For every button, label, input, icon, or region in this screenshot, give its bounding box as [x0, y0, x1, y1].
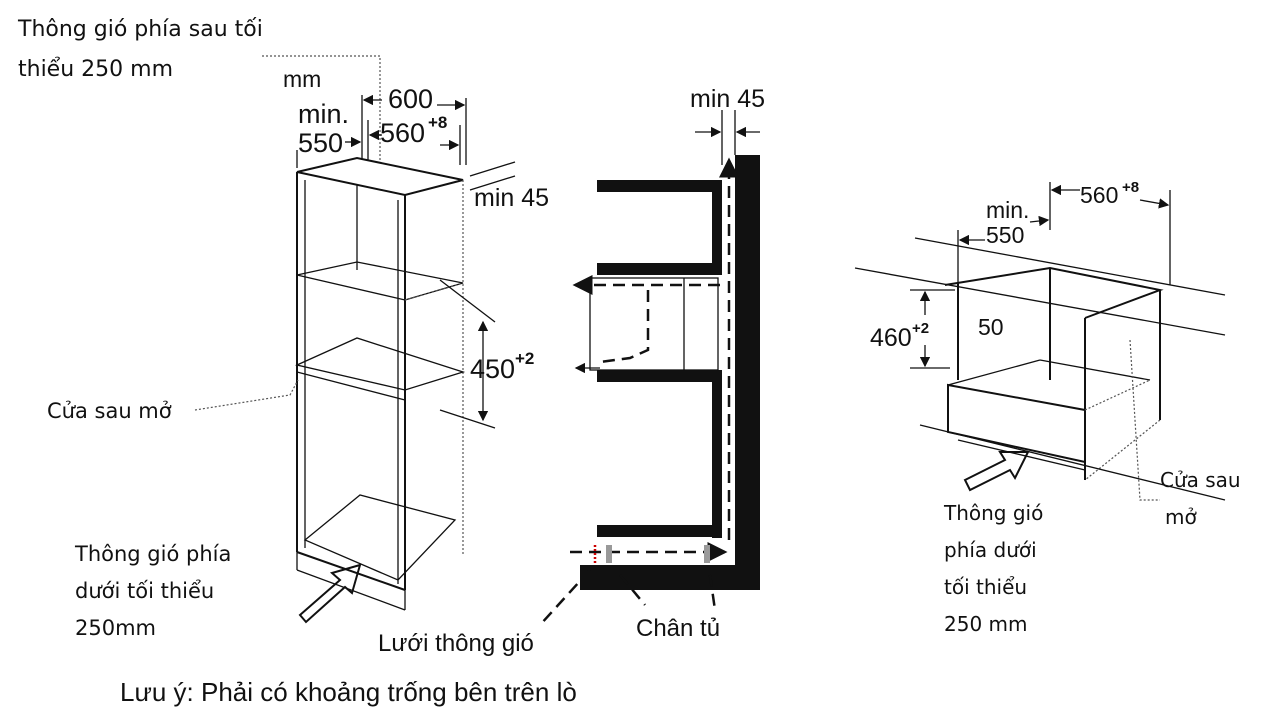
min-label: min.: [298, 99, 349, 129]
dim-460: 460: [870, 324, 912, 352]
dim-550: 550: [986, 222, 1024, 248]
dim-550: 550: [298, 128, 343, 158]
bottom-vent-label-3: tối thiểu: [944, 575, 1027, 599]
rear-open-label-2: mở: [1165, 505, 1197, 529]
rear-open-label-1: Cửa sau: [1160, 468, 1241, 492]
cross-section-drawing: [539, 110, 760, 626]
under-counter-drawing: [854, 182, 1226, 501]
dim-460-tolerance: +2: [912, 320, 929, 337]
dim-450: 450: [470, 354, 515, 384]
bottom-vent-label-1: Thông gió: [943, 501, 1043, 525]
rear-open-label: Cửa sau mở: [47, 399, 172, 423]
unit-label: mm: [283, 66, 321, 92]
min-label: min.: [986, 197, 1029, 223]
bottom-vent-label-2: phía dưới: [944, 538, 1037, 562]
rear-vent-label-1: Thông gió phía sau tối: [17, 17, 263, 42]
cabinet-foot-label: Chân tủ: [636, 615, 720, 642]
dim-600: 600: [388, 84, 433, 114]
bottom-vent-label-1: Thông gió phía: [74, 542, 231, 566]
tall-cabinet-drawing: [194, 55, 516, 624]
dim-560: 560: [380, 118, 425, 148]
vent-grille-label: Lưới thông gió: [378, 630, 534, 657]
clearance-note: Lưu ý: Phải có khoảng trống bên trên lò: [120, 677, 577, 707]
min-45-label: min 45: [474, 184, 549, 212]
middle-labels: min 45 Lưới thông gió Chân tủ: [378, 85, 765, 657]
min-45-label: min 45: [690, 85, 765, 113]
bottom-vent-label-4: 250 mm: [944, 612, 1028, 636]
bottom-vent-label-2: dưới tối thiểu: [75, 579, 214, 603]
dim-450-tolerance: +2: [515, 349, 534, 368]
dim-50: 50: [978, 314, 1004, 340]
dim-560: 560: [1080, 182, 1118, 208]
left-labels: Thông gió phía sau tối thiểu 250 mm mm m…: [17, 17, 549, 640]
dim-560-tolerance: +8: [428, 113, 447, 132]
right-labels: min. 550 560 +8 460 +2 50 Cửa sau mở Thô…: [870, 179, 1241, 636]
dim-560-tolerance: +8: [1122, 179, 1139, 196]
bottom-vent-label-3: 250mm: [75, 616, 156, 640]
rear-vent-label-2: thiểu 250 mm: [18, 57, 173, 82]
